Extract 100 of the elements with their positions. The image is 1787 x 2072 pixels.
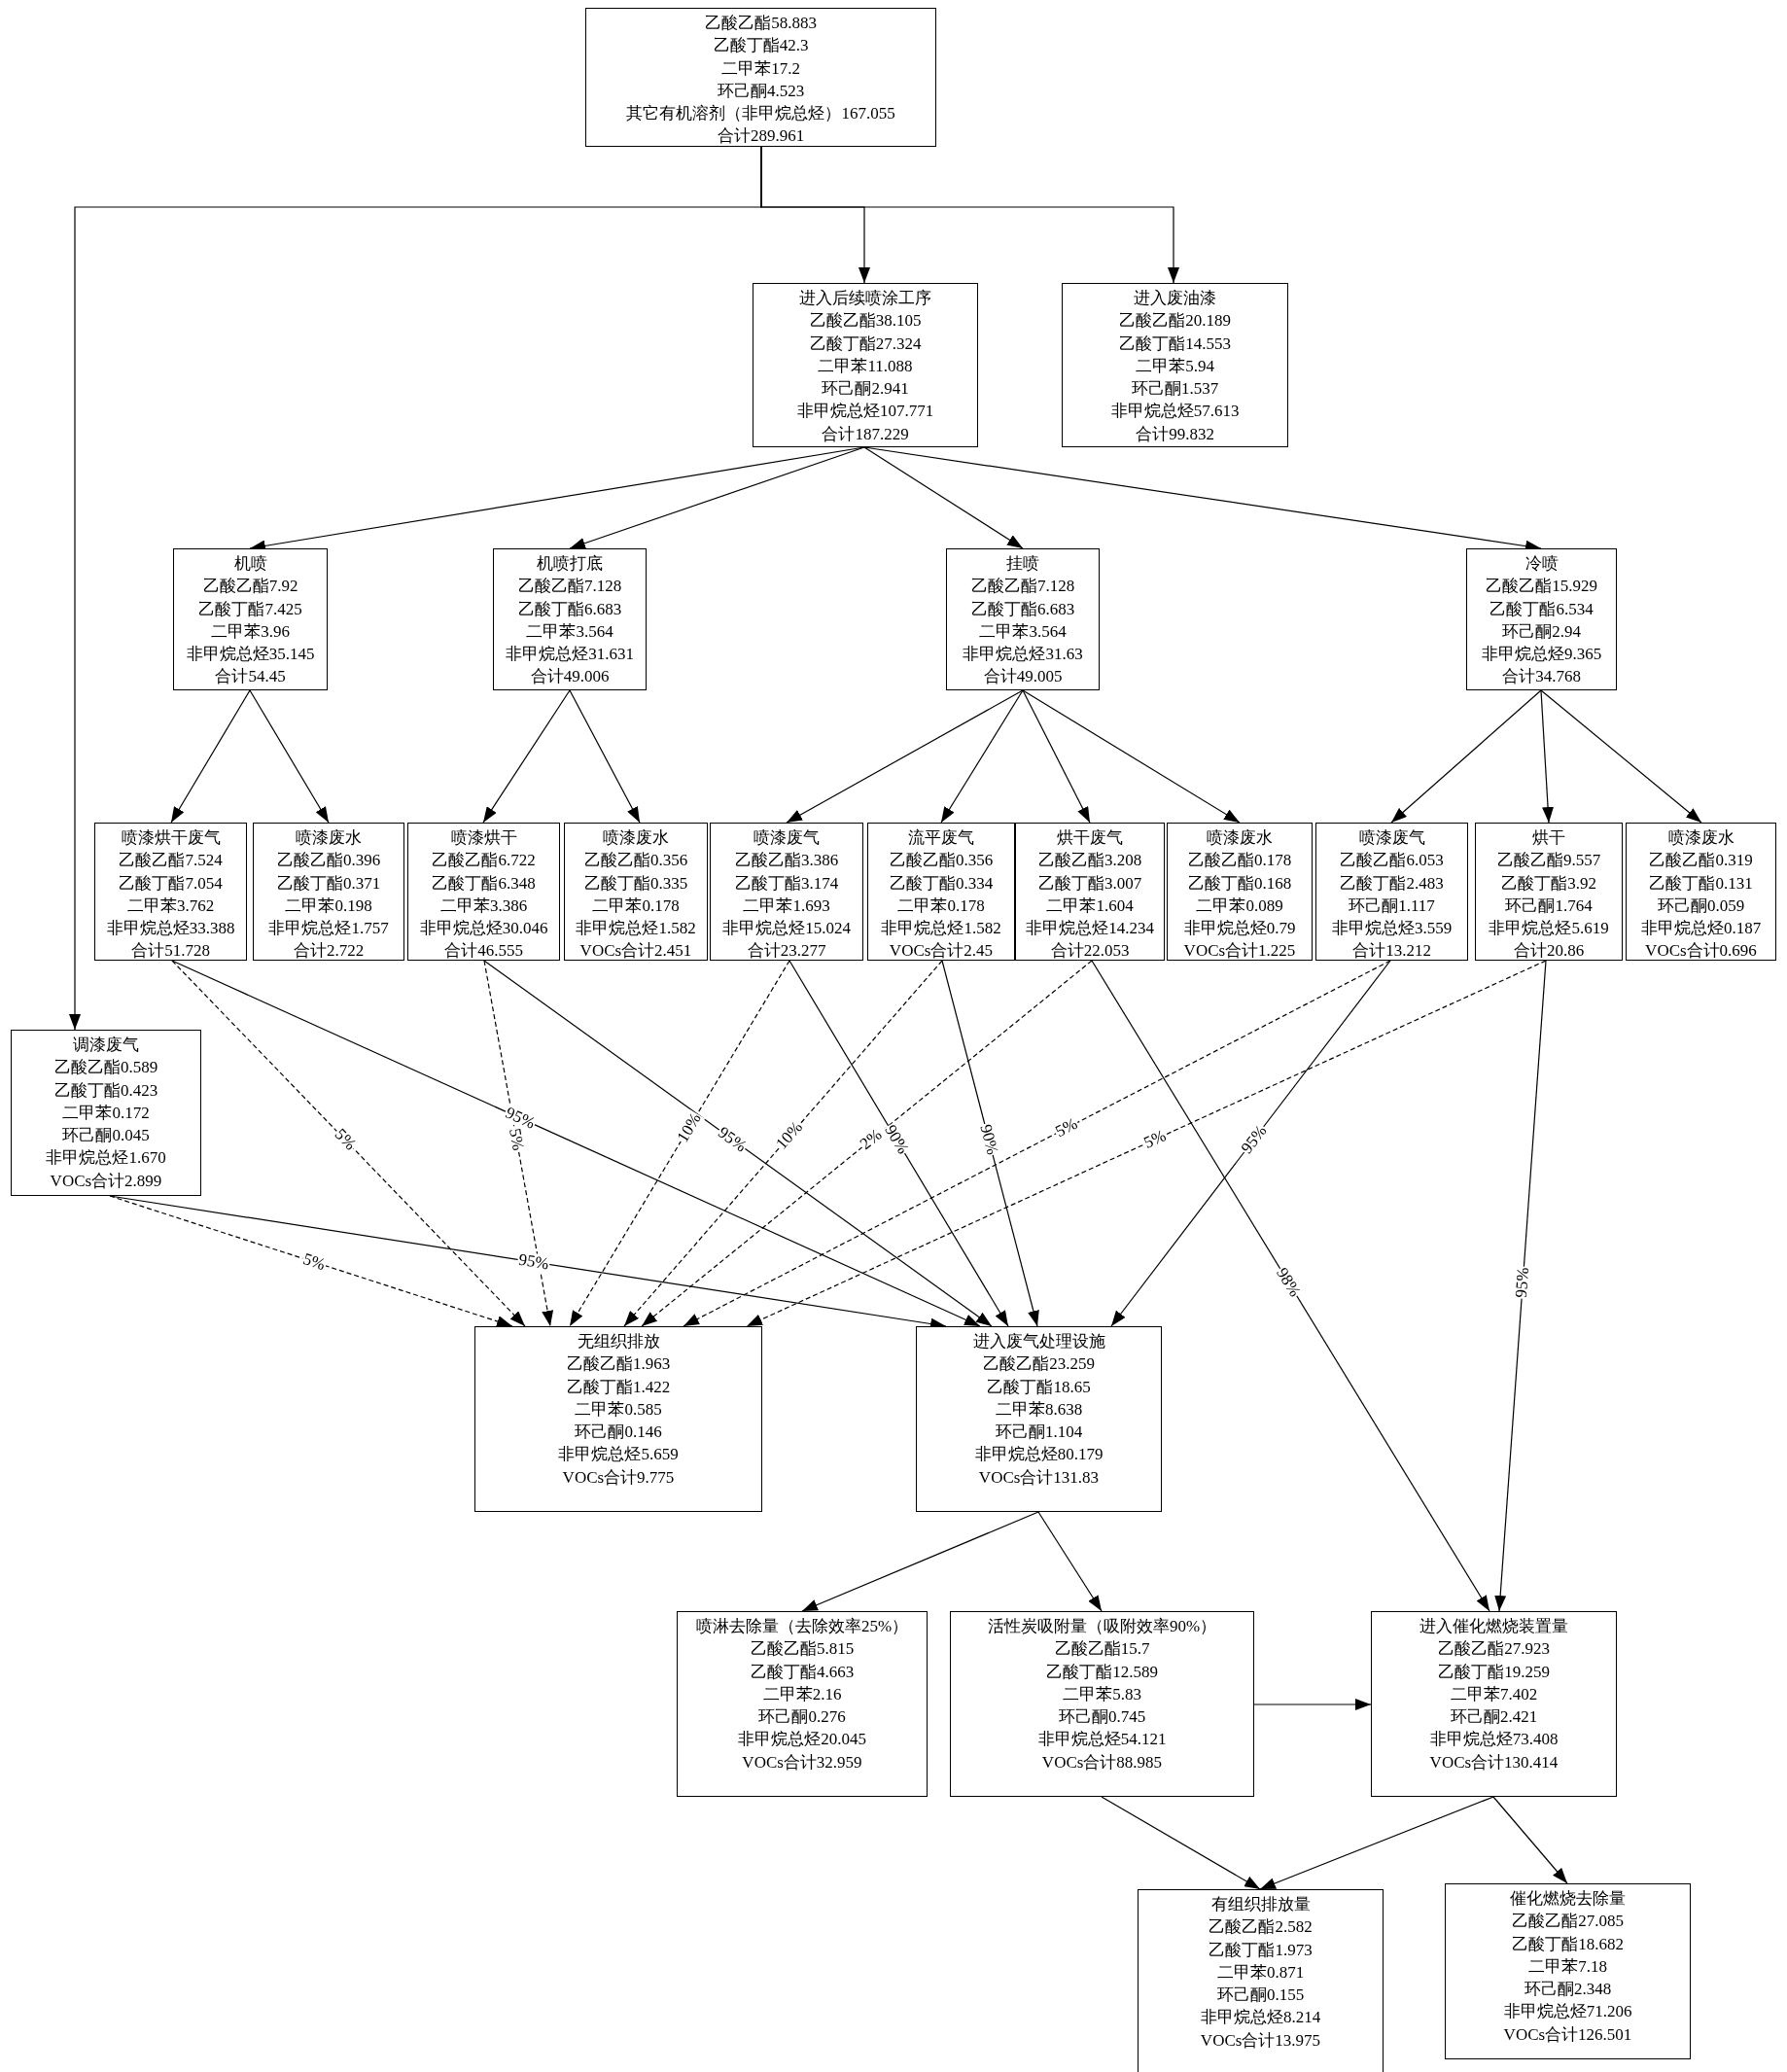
box-text: 乙酸丁酯6.534 [1489,598,1594,620]
box-text: 乙酸丁酯18.65 [986,1376,1092,1398]
box-text: 进入催化燃烧装置量 [1419,1616,1569,1637]
box-text: VOCs合计13.975 [1199,2029,1322,2052]
box-text: 二甲苯3.96 [210,620,291,643]
box-text: 乙酸丁酯3.007 [1036,872,1143,895]
box-text: 乙酸乙酯38.105 [808,310,923,333]
box-text: 二甲苯0.871 [1215,1961,1306,1984]
arrow [1022,689,1091,824]
arrow [1110,960,1391,1327]
box-text: 非甲烷总烃5.619 [1488,918,1610,940]
box-text: 非甲烷总烃73.408 [1428,1729,1559,1751]
box-text: 乙酸乙酯9.557 [1495,850,1602,872]
box-text: 二甲苯3.564 [978,620,1068,643]
flow-box [753,283,978,447]
box-text: 冷喷 [1524,553,1559,575]
box-text: 二甲苯1.693 [742,895,831,917]
arrow [569,689,641,824]
flow-box [1466,548,1617,690]
flow-box [173,548,328,690]
box-text: 非甲烷总烃8.214 [1199,2007,1322,2029]
arrow [1492,1796,1568,1884]
box-text: 乙酸丁酯1.422 [565,1376,672,1398]
arrow [801,1511,1039,1612]
box-text: 环己酮2.941 [821,378,910,401]
box-text: 乙酸丁酯6.683 [969,598,1076,620]
box-text: 乙酸乙酯0.589 [53,1057,159,1079]
arrow [1253,1699,1372,1710]
box-text: 二甲苯2.16 [761,1683,843,1705]
box-text: 喷漆废气 [753,827,821,849]
box-text: 乙酸乙酯6.053 [1339,850,1445,872]
box-text: 乙酸乙酯7.92 [201,576,299,598]
flow-box [407,823,560,961]
arrow [1022,689,1241,824]
arrow [941,960,1039,1327]
box-text: 二甲苯7.402 [1449,1683,1539,1705]
arrow [1494,960,1547,1612]
box-text: 二甲苯8.638 [994,1398,1084,1421]
arrow [788,960,1009,1327]
arrow [1540,689,1702,824]
box-text: 二甲苯5.83 [1062,1683,1142,1705]
flow-box [1445,1883,1691,2059]
box-text: 环己酮0.276 [757,1706,847,1729]
flow-box [950,1611,1254,1797]
box-text: 非甲烷总烃0.79 [1182,918,1297,940]
box-text: 二甲苯0.178 [896,895,986,917]
box-text: 无组织排放 [576,1331,661,1352]
arrow [171,960,981,1327]
box-text: 合计22.053 [1049,940,1131,963]
arrow [249,689,330,824]
box-text: VOCs合计2.899 [49,1170,163,1192]
box-text: 乙酸丁酯7.054 [118,872,224,895]
box-text: 二甲苯3.386 [438,895,529,917]
box-text: 二甲苯11.088 [817,355,914,377]
box-text: 乙酸乙酯20.189 [1118,310,1232,333]
box-text: 乙酸丁酯3.92 [1500,872,1597,895]
flow-box [1138,1889,1384,2072]
arrow [1037,1511,1103,1612]
flow-box [867,823,1015,961]
box-text: 合计13.212 [1351,940,1432,963]
box-text: 环己酮4.523 [716,80,806,102]
box-text: 二甲苯0.178 [591,895,681,917]
flow-box [1167,823,1313,961]
arrow [746,960,1547,1327]
box-text: 环己酮0.745 [1057,1706,1147,1729]
box-text: 环己酮1.117 [1348,895,1436,917]
box-text: 二甲苯0.089 [1195,895,1284,917]
box-text: 非甲烷总烃107.771 [795,401,935,423]
box-text: 挂喷 [1005,553,1040,575]
box-text: 合计34.768 [1501,666,1582,688]
box-text: 调漆废气 [72,1035,140,1056]
box-text: 进入后续喷涂工序 [798,288,932,309]
box-text: 乙酸乙酯0.356 [888,850,995,872]
box-text: 环己酮2.348 [1523,1979,1613,2001]
flow-box [11,1030,201,1196]
box-text: 乙酸丁酯18.682 [1511,1933,1625,1955]
box-text: 合计51.728 [130,940,211,963]
arrow [569,960,790,1327]
flow-box [493,548,647,690]
box-text: 乙酸乙酯7.128 [516,576,623,598]
box-text: 乙酸乙酯0.319 [1648,850,1754,872]
box-text: 乙酸乙酯1.963 [565,1353,672,1376]
box-text: 环己酮1.764 [1504,895,1594,917]
box-text: 进入废气处理设施 [971,1331,1106,1352]
box-text: 机喷打底 [536,553,604,575]
arrow [786,689,1024,824]
box-text: 合计49.005 [982,666,1064,688]
box-text: 乙酸乙酯6.722 [431,850,537,872]
box-text: VOCs合计88.985 [1040,1751,1164,1773]
box-text: 二甲苯3.762 [125,895,216,917]
box-text: 乙酸乙酯23.259 [982,1353,1096,1376]
box-text: 合计99.832 [1135,423,1215,445]
box-text: 非甲烷总烃71.206 [1502,2001,1633,2023]
box-text: 活性炭吸附量（吸附效率90%） [986,1616,1218,1637]
box-text: 乙酸乙酯5.815 [749,1638,856,1661]
box-text: 喷漆废水 [295,827,363,849]
box-text: 乙酸丁酯0.423 [53,1079,159,1102]
box-text: 喷漆废水 [602,827,670,849]
flow-box [253,823,404,961]
box-text: 非甲烷总烃15.024 [721,918,852,940]
